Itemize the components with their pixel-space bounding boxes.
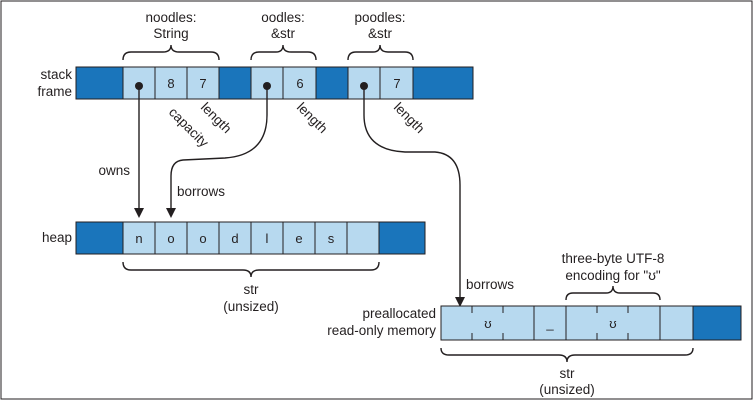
noodles-brace [122,44,220,61]
stack-block [75,66,124,100]
heap-char: o [199,231,206,246]
heap-label: heap [42,230,72,245]
readonly-memory-label: read-only memory [327,323,436,338]
glyph-1: ʊ [484,316,491,331]
heap-unsized-label: (unsized) [223,299,279,314]
readonly-str-label: str [560,366,576,381]
oodles-type: &str [271,26,296,41]
owns-label: owns [98,163,130,178]
readonly-block [692,305,742,341]
poodles-type: &str [368,26,393,41]
oodles-name: oodles: [261,10,305,25]
readonly-unsized-label: (unsized) [539,382,595,397]
heap-str-label: str [244,282,260,297]
heap-row: heap n o o d l e s str (unsized) [42,221,426,314]
heap-cell [218,221,252,255]
underscore-char: _ [545,316,554,331]
oodles-length-value: 6 [296,76,303,91]
heap-char: d [231,231,238,246]
heap-char: s [328,231,335,246]
utf8-note-line2: encoding for "ʊ" [565,268,661,283]
oodles-str-struct: 6 [250,66,317,100]
readonly-str-brace [440,347,694,363]
readonly-bytes [440,305,694,341]
heap-char: o [167,231,174,246]
stack-frame-row: stack frame 8 7 6 7 [37,10,474,150]
heap-char: n [135,231,142,246]
poodles-str-struct: 7 [347,66,414,100]
oodles-brace [250,44,317,61]
noodles-capacity-value: 8 [167,76,174,91]
heap-cell [250,221,284,255]
stack-block [315,66,349,100]
glyph-2: ʊ [609,316,616,331]
readonly-memory-row: preallocated read-only memory ʊ _ ʊ thre… [327,251,742,397]
heap-str-brace [122,261,380,278]
borrows-readonly-label: borrows [466,277,514,292]
stack-block [218,66,252,100]
heap-cell [346,221,380,255]
frame-label: frame [37,84,72,99]
noodles-string-struct: 8 7 [122,66,220,100]
heap-block [378,221,426,255]
oodles-borrows-arrow [166,86,268,218]
heap-cell [122,221,156,255]
preallocated-label: preallocated [362,306,436,321]
poodles-brace [347,44,414,61]
borrows-heap-label: borrows [177,184,225,199]
stack-label: stack [40,67,72,82]
noodles-type: String [153,26,188,41]
utf8-note-line1: three-byte UTF-8 [562,251,665,266]
heap-char: e [295,231,302,246]
poodles-name: poodles: [354,10,405,25]
utf8-brace [565,285,661,301]
noodles-name: noodles: [145,10,196,25]
poodles-borrows-arrow [363,86,465,307]
heap-char: l [266,231,269,246]
stack-block [412,66,474,100]
poodles-length-value: 7 [393,76,400,91]
pointer-arrows: owns borrows borrows [98,86,514,307]
heap-block [75,221,124,255]
noodles-length-value: 7 [199,76,206,91]
heap-cell [154,221,188,255]
